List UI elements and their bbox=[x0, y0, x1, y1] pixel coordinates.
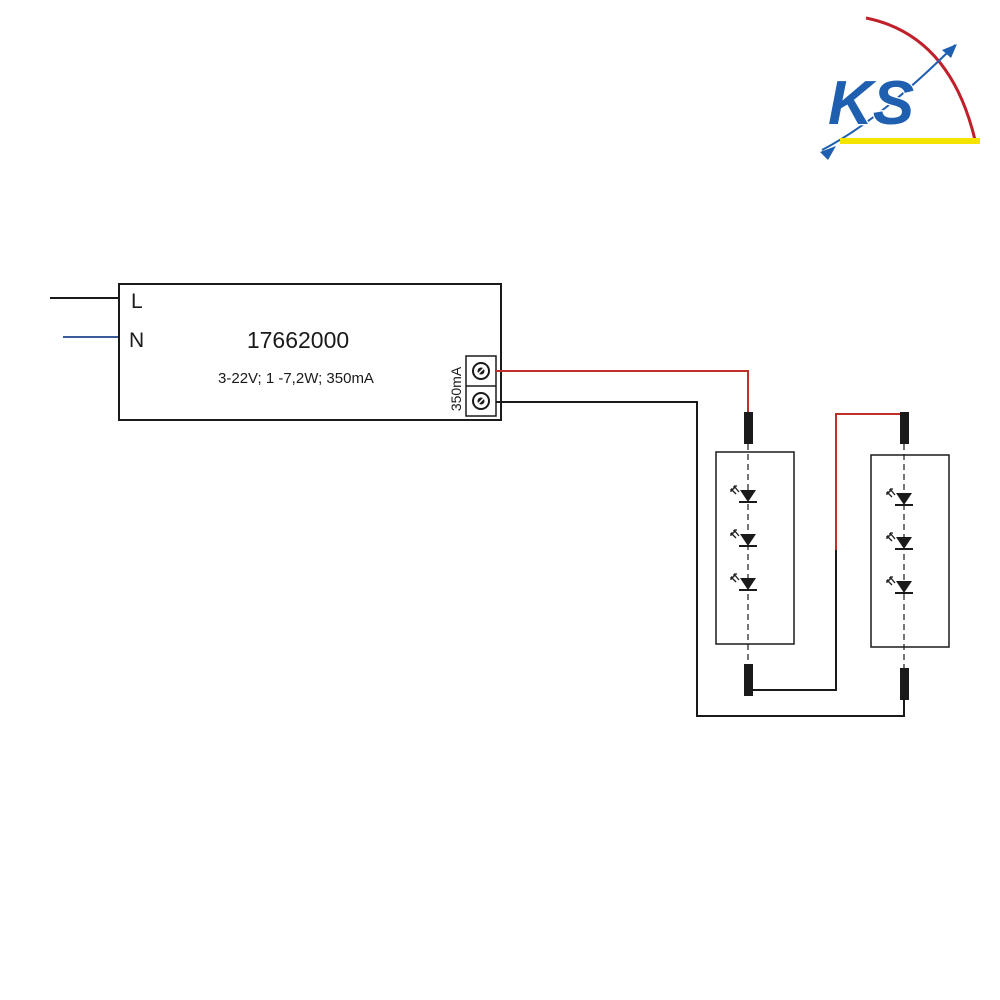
logo-red-arc bbox=[865, 16, 977, 141]
led-module-2-connector-top bbox=[900, 412, 909, 444]
output-current-label: 350mA bbox=[448, 366, 464, 411]
terminal-screw-positive bbox=[472, 362, 490, 380]
led-diode-icon bbox=[730, 485, 757, 503]
led-diode-icon bbox=[886, 488, 913, 506]
negative-output-wire bbox=[496, 401, 905, 717]
led-diode-icon bbox=[886, 532, 913, 550]
logo-triangle-top-right bbox=[942, 44, 957, 58]
led-driver: L N 17662000 3-22V; 1 -7,2W; 350mA 350mA bbox=[118, 283, 502, 421]
module-link-wire-red bbox=[835, 413, 904, 550]
led-module-2-connector-bottom bbox=[900, 668, 909, 700]
neutral-label: N bbox=[129, 329, 144, 352]
led-module-2-board bbox=[870, 454, 950, 648]
logo-yellow-bar bbox=[840, 138, 980, 144]
logo-text: KS bbox=[828, 69, 914, 138]
terminal-screw-negative bbox=[472, 392, 490, 410]
led-module-1-connector-top bbox=[744, 412, 753, 444]
led-diode-icon bbox=[730, 529, 757, 547]
spec-text: 3-22V; 1 -7,2W; 350mA bbox=[218, 370, 374, 387]
live-label: L bbox=[131, 290, 143, 313]
led-module-1 bbox=[715, 412, 795, 696]
led-module-1-connector-bottom bbox=[744, 664, 753, 696]
led-module-2 bbox=[870, 412, 950, 700]
part-number: 17662000 bbox=[247, 327, 349, 353]
driver-box bbox=[118, 283, 502, 421]
ks-logo: KS bbox=[820, 16, 980, 160]
led-diode-icon bbox=[886, 576, 913, 594]
logo-triangle-bottom-left bbox=[820, 146, 836, 160]
logo-blue-arc bbox=[821, 44, 956, 151]
module-link-wire-bottom bbox=[750, 550, 837, 691]
positive-output-wire bbox=[496, 370, 749, 412]
led-module-1-board bbox=[715, 451, 795, 645]
led-diode-icon bbox=[730, 573, 757, 591]
